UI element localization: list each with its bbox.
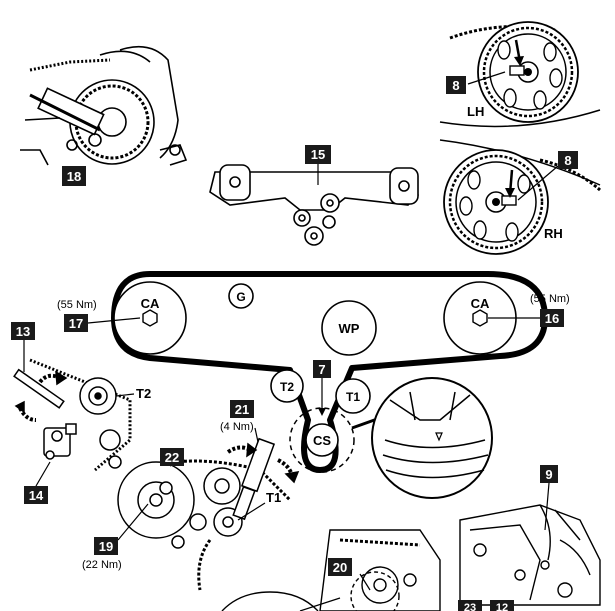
lh-camshaft-sprocket: [439, 21, 601, 128]
t2-callout-label: T2: [136, 386, 151, 401]
crankshaft-bolt-detail: [299, 529, 441, 611]
callout-7-box: [313, 360, 331, 378]
callout-13-box: [11, 322, 35, 340]
callout-20: 20: [333, 560, 347, 575]
callout-23: 23: [464, 602, 476, 611]
callout-20-box: [328, 558, 352, 576]
pulley-wp: [321, 300, 377, 356]
callout-17-box: [64, 314, 88, 332]
callout-19-box: [94, 537, 118, 555]
camshaft-locking-bar-illustration: [209, 164, 419, 246]
callout-9: 9: [545, 467, 552, 482]
t1-label: T1: [346, 390, 360, 404]
lh-label: LH: [467, 104, 484, 119]
tensioner-t2-illustration: [13, 338, 135, 487]
ca-left-label: CA: [141, 296, 160, 311]
callout-8-lh-box: [446, 76, 466, 94]
callout-22: 22: [165, 450, 179, 465]
wp-label: WP: [339, 321, 360, 336]
callout-21-box: [230, 400, 254, 418]
pulley-g: [228, 283, 254, 309]
callout-22-box: [160, 448, 184, 466]
crankshaft-mark-detail: [351, 377, 493, 499]
tensioner-t1-illustration: [117, 427, 300, 591]
callout-8-rh-box: [558, 151, 578, 169]
g-label: G: [236, 290, 245, 304]
pulley-cs: [305, 423, 339, 457]
pulley-t1: [335, 378, 371, 414]
callout-13: 13: [16, 324, 30, 339]
callout-7: 7: [318, 362, 325, 377]
pulley-t2: [270, 369, 304, 403]
torque-ca-left: (55 Nm): [57, 299, 97, 311]
callout-15-box: [305, 145, 331, 164]
nut-ca-right: [472, 309, 488, 327]
callout-19: 19: [99, 539, 113, 554]
crankshaft-locking-tool-illustration: [20, 45, 188, 166]
engine-block-illustration: [459, 482, 601, 606]
callout-9-box: [540, 465, 558, 483]
torque-21: (4 Nm): [220, 421, 254, 433]
rh-camshaft-sprocket: [439, 139, 601, 255]
nut-ca-left: [142, 309, 158, 327]
ca-right-label: CA: [471, 296, 490, 311]
torque-ca-right: (55 Nm): [530, 293, 570, 305]
callout-8-lh: 8: [452, 78, 459, 93]
callout-23-box: [458, 600, 482, 611]
callout-14-box: [24, 486, 48, 504]
callout-18-box: [62, 166, 86, 186]
callout-15: 15: [311, 147, 325, 162]
callout-14: 14: [29, 488, 44, 503]
callout-12-box: [490, 600, 514, 611]
cs-detail-circle: [289, 407, 355, 473]
callout-16-box: [540, 309, 564, 327]
t2-label: T2: [280, 380, 294, 394]
callout-8-rh: 8: [564, 153, 571, 168]
callout-12: 12: [496, 602, 508, 611]
callout-16: 16: [545, 311, 559, 326]
callout-21: 21: [235, 402, 249, 417]
t1-callout-label: T1: [266, 490, 281, 505]
cs-label: CS: [313, 433, 331, 448]
rh-label: RH: [544, 226, 563, 241]
torque-19: (22 Nm): [82, 559, 122, 571]
partial-circle-bottom: [221, 591, 319, 611]
callout-17: 17: [69, 316, 83, 331]
callout-18: 18: [67, 169, 81, 184]
